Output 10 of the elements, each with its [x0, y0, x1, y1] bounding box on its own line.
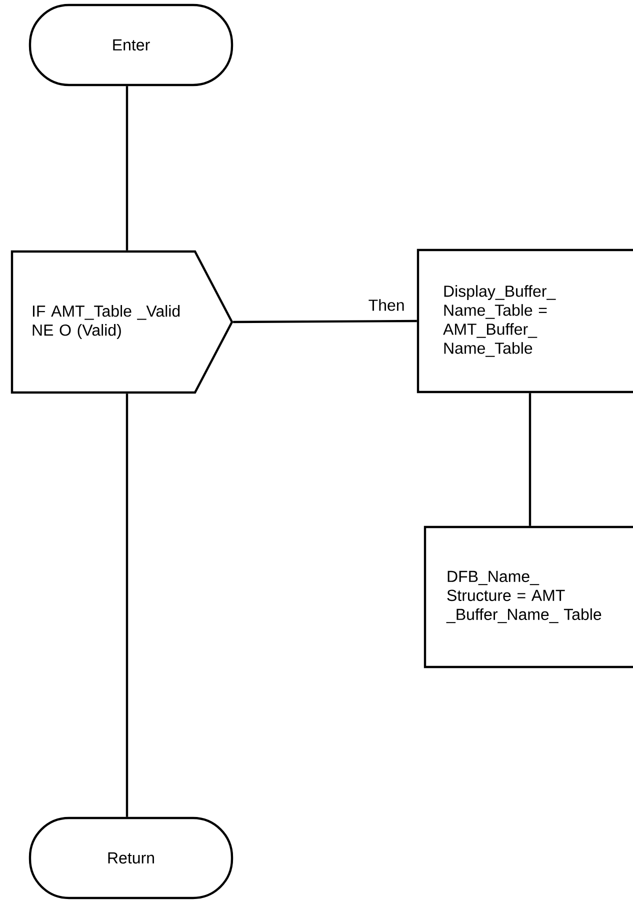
- connector-line: [233, 320, 417, 324]
- terminal-box: Enter: [28, 4, 234, 86]
- edge-label: Then: [368, 299, 404, 311]
- process-box: Display_Buffer_ Name_Table = AMT_Buffer_ Name_Table: [416, 248, 633, 394]
- process-box: DFB_Name_ Structure = AMT _Buffer_Name_ Table: [424, 526, 633, 668]
- terminal-box: Return: [28, 816, 234, 900]
- connector-line: [126, 394, 128, 817]
- connector-line: [126, 86, 128, 250]
- decision-box: IF AMT_Table _Valid NE O (Valid): [10, 250, 234, 394]
- connector-line: [528, 393, 532, 526]
